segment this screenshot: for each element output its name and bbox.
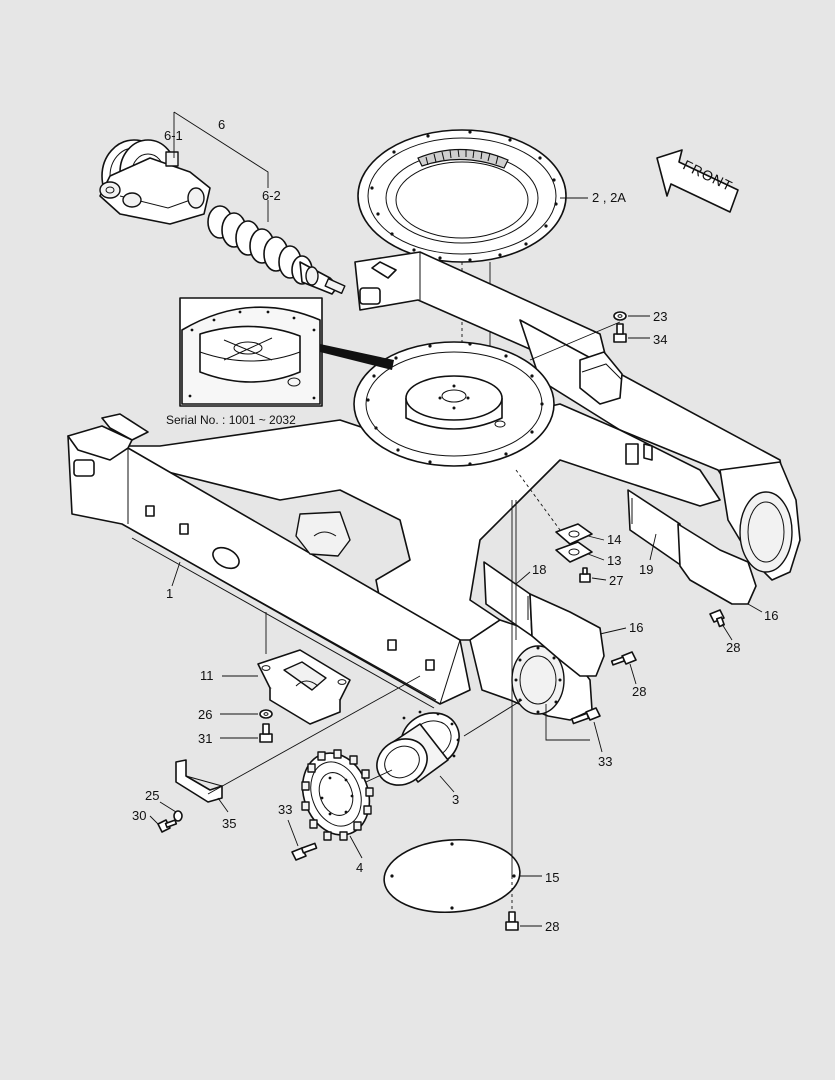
callout-6-2: 6-2 xyxy=(262,188,281,203)
callout-14: 14 xyxy=(607,532,621,547)
callout-25: 25 xyxy=(145,788,159,803)
callout-26: 26 xyxy=(198,707,212,722)
plate-13 xyxy=(555,541,593,563)
plate-14 xyxy=(555,523,593,545)
bolt-33-left xyxy=(291,842,318,861)
bolt-27 xyxy=(579,567,591,583)
callout-16-center: 16 xyxy=(629,620,643,635)
callout-28-bottom: 28 xyxy=(545,919,559,934)
serial-detail-inset xyxy=(179,297,394,407)
bracket-11 xyxy=(257,649,351,725)
callout-13: 13 xyxy=(607,553,621,568)
callout-34: 34 xyxy=(653,332,667,347)
callout-28-center: 28 xyxy=(632,684,646,699)
callout-35: 35 xyxy=(222,816,236,831)
bearing-mount-disc xyxy=(353,341,555,467)
serial-number-note: Serial No. : 1001 ~ 2032 xyxy=(166,413,296,427)
washer-25 xyxy=(173,810,183,822)
bolt-30 xyxy=(157,819,178,833)
cover-disc-15 xyxy=(383,838,521,914)
bolt-28-bottom xyxy=(505,911,519,931)
callout-30: 30 xyxy=(132,808,146,823)
front-arrow-icon: FRONT xyxy=(656,149,739,213)
callout-2: 2 , 2A xyxy=(592,190,626,205)
recoil-spring-assembly xyxy=(207,205,346,295)
callout-16-right: 16 xyxy=(764,608,778,623)
bolt-34 xyxy=(613,323,627,343)
callout-33-left: 33 xyxy=(278,802,292,817)
callout-4: 4 xyxy=(356,860,363,875)
cover-plate-19 xyxy=(627,489,683,567)
track-frame xyxy=(67,251,801,721)
callout-3: 3 xyxy=(452,792,459,807)
swing-bearing-ring xyxy=(357,129,567,263)
washer-26 xyxy=(259,709,273,719)
callout-19: 19 xyxy=(639,562,653,577)
callout-28-right: 28 xyxy=(726,640,740,655)
callout-6-1: 6-1 xyxy=(164,128,183,143)
travel-motor-3 xyxy=(376,710,460,786)
callout-6: 6 xyxy=(218,117,225,132)
cover-16-center xyxy=(529,593,605,677)
callout-31: 31 xyxy=(198,731,212,746)
callout-33-right: 33 xyxy=(598,754,612,769)
callout-11: 11 xyxy=(200,668,214,683)
sprocket-4 xyxy=(301,749,374,841)
bolt-31 xyxy=(259,723,273,743)
callout-18: 18 xyxy=(532,562,546,577)
front-idler-assembly xyxy=(99,139,211,225)
washer-23 xyxy=(613,311,627,321)
callout-1: 1 xyxy=(166,586,173,601)
callout-15: 15 xyxy=(545,870,559,885)
callout-27: 27 xyxy=(609,573,623,588)
bolt-28-center xyxy=(610,651,637,666)
callout-23: 23 xyxy=(653,309,667,324)
clamp-35 xyxy=(175,759,223,803)
bolt-33-right xyxy=(570,707,601,725)
